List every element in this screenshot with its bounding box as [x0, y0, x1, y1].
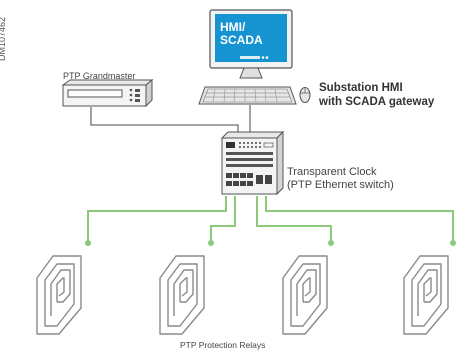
link-end-dots — [85, 240, 456, 246]
monitor-icon — [209, 9, 293, 79]
relay-icon — [36, 255, 449, 335]
transparent-clock-label: Transparent Clock (PTP Ethernet switch) — [287, 166, 394, 192]
link-relay-2 — [210, 196, 236, 243]
mouse-icon — [299, 87, 311, 103]
tc-label-line-2: (PTP Ethernet switch) — [287, 179, 394, 191]
link-grandmaster-to-switch — [90, 107, 239, 138]
document-id: DM107462 — [0, 16, 8, 62]
hmi-label-line-2: with SCADA gateway — [319, 96, 435, 108]
grandmaster-label: PTP Grandmaster — [63, 71, 136, 81]
gray-links — [90, 105, 251, 138]
screen-line-2: SCADA — [220, 33, 263, 47]
hmi-label: Substation HMI with SCADA gateway — [319, 81, 434, 109]
link-relay-3 — [256, 196, 332, 243]
grandmaster-device-icon — [61, 78, 154, 108]
keyboard-icon — [198, 86, 297, 105]
green-links — [87, 196, 454, 243]
screen-line-1: HMI/ — [220, 20, 246, 34]
monitor-screen-text: HMI/ SCADA — [220, 21, 263, 47]
relays-label: PTP Protection Relays — [180, 340, 266, 350]
link-relay-1 — [87, 196, 227, 243]
hmi-label-line-1: Substation HMI — [319, 82, 403, 94]
link-relay-4 — [265, 196, 454, 243]
tc-label-line-1: Transparent Clock — [287, 166, 377, 178]
switch-icon — [220, 130, 285, 196]
